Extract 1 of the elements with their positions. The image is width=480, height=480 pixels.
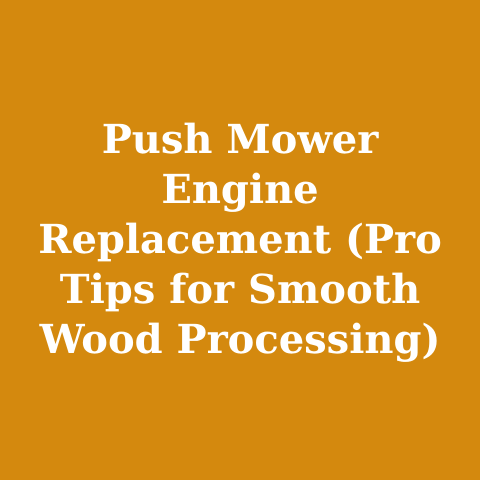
title: Push Mower Engine Replacement (Pro Tips for Smooth Wood Processing) <box>37 115 443 365</box>
